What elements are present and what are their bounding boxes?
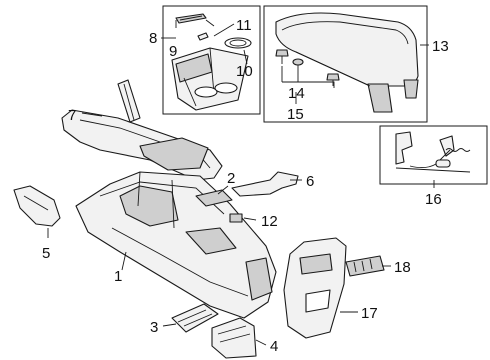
callout-11: 11: [236, 17, 252, 34]
part-17-rear-panel: [283, 237, 347, 339]
callout-1: 1: [114, 268, 122, 285]
callout-10: 10: [236, 63, 253, 80]
part-16-latch-left: [395, 131, 413, 165]
callout-3: 3: [150, 319, 158, 336]
callout-15: 15: [287, 106, 304, 123]
callout-13: 13: [432, 38, 449, 55]
callout-12: 12: [261, 213, 278, 230]
part-2-pad: [195, 189, 233, 207]
callout-9: 9: [169, 43, 177, 60]
part-13-armrest-lid: [275, 12, 419, 113]
callout-8: 8: [149, 30, 157, 47]
part-14-screw-mid: [292, 58, 304, 72]
part-14-screw-right: [326, 73, 340, 86]
callout-17: 17: [361, 305, 378, 322]
part-16-spring: [395, 148, 471, 173]
box-latch-group: [379, 125, 488, 185]
part-5-side-panel: [13, 185, 61, 227]
part-11-trim-strip: [175, 13, 207, 24]
callout-5: 5: [42, 245, 50, 262]
part-9-clip: [197, 32, 209, 41]
part-6-bracket: [231, 171, 299, 197]
part-1-console-body: [75, 171, 277, 319]
callout-6: 6: [306, 173, 314, 190]
part-10-cup-insert: [224, 37, 252, 49]
box-armrest-group: [263, 5, 428, 123]
part-7-upper-bezel: [61, 79, 223, 181]
part-12-block: [229, 213, 243, 223]
box-cupholder-group: [162, 5, 261, 115]
callout-18: 18: [394, 259, 411, 276]
callout-16: 16: [425, 191, 442, 208]
leader-lines: [47, 19, 435, 346]
part-3-connector: [171, 303, 219, 333]
part-14-screw-left: [275, 49, 289, 64]
callout-14: 14: [288, 85, 305, 102]
callout-2: 2: [227, 170, 235, 187]
part-4-lower-trim: [211, 317, 257, 359]
part-16-latch-right: [439, 135, 455, 157]
part-8-cupholder: [171, 47, 249, 111]
part-16-pin: [435, 159, 451, 168]
callout-7: 7: [68, 107, 76, 124]
part-18-vent: [345, 255, 385, 277]
callout-4: 4: [270, 338, 278, 355]
